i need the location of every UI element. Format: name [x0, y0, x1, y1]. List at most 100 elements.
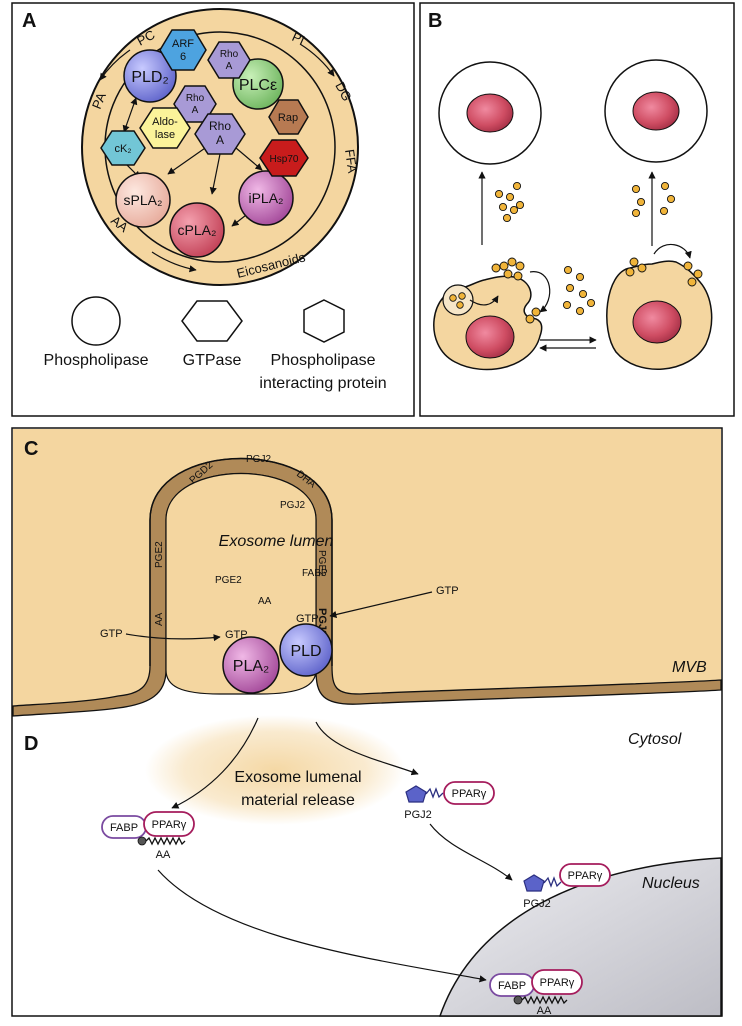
- node-spla2: [115, 172, 171, 228]
- panel-c-label: C: [24, 438, 38, 460]
- node-rhoa-mid-line: Rho: [209, 119, 231, 133]
- node-cpla2-label: cPLA₂: [178, 222, 217, 238]
- target-cell-right-nucleus: [632, 91, 680, 131]
- legend-gtpase-hexagon-icon: [181, 300, 243, 342]
- node-rhoa-top-line: A: [226, 61, 233, 72]
- legend-interacting-line1: Phospholipase: [271, 352, 376, 369]
- fabp-label: FABP: [498, 980, 526, 992]
- gtp-right-free: GTP: [436, 585, 459, 597]
- complex-fabp-ppar-nucleus: FABP PPARγ AA: [489, 969, 583, 1017]
- exosome: [586, 298, 596, 308]
- ppar-label: PPARγ: [452, 788, 487, 800]
- ring-label-pi: PI: [290, 29, 307, 48]
- arrow-fabp-to-nucleus: [157, 869, 487, 983]
- mvb-region: [13, 429, 721, 706]
- ppar-pill: [559, 863, 611, 887]
- complex-pgj2-ppar-cytosol: PPARγ PGJ2: [404, 781, 495, 821]
- fusing-exosome: [683, 261, 693, 271]
- fusing-exosome: [513, 271, 523, 281]
- mvb-exosome: [449, 294, 457, 302]
- arrow-rhoa-spla2: [167, 145, 209, 175]
- aa-label: AA: [156, 849, 171, 861]
- lumen-aa: AA: [258, 596, 272, 607]
- node-aldolase-line: lase: [155, 129, 175, 141]
- membrane-pge2-right: PGE2: [316, 550, 327, 577]
- exosome: [575, 306, 585, 316]
- aa-label: AA: [537, 1005, 552, 1017]
- legend-circle-icon: [71, 296, 121, 346]
- cytosol-label: Cytosol: [628, 731, 682, 748]
- secreting-cell-left-nucleus: [465, 315, 515, 359]
- node-rhoa-mid: [194, 113, 246, 155]
- fusing-exosome: [687, 277, 697, 287]
- aa-chain: [521, 995, 568, 1005]
- exosome: [512, 181, 522, 191]
- release-text-line2: material release: [241, 792, 355, 809]
- legend-interacting-line2: interacting protein: [259, 375, 386, 392]
- node-pld2: [123, 49, 177, 103]
- panel-d-label: D: [24, 733, 38, 755]
- fusing-exosome: [503, 269, 513, 279]
- exosome-cluster-right: [631, 181, 676, 218]
- complex-fabp-ppar-cytosol: FABP PPARγ AA: [101, 811, 195, 861]
- enzyme-pla2: [222, 636, 280, 694]
- lumen-pgj2: PGJ2: [280, 500, 305, 511]
- ring-arrow-pi-dg: [299, 43, 335, 77]
- ring-arrow-aa-eicosanoids: [151, 251, 197, 273]
- exosome: [515, 200, 525, 210]
- nucleus-label: Nucleus: [642, 875, 700, 892]
- legend-phospholipase: Phospholipase: [44, 352, 149, 369]
- exosome: [505, 192, 515, 202]
- secreting-cell-left: [433, 257, 551, 371]
- node-ck2: [100, 130, 146, 166]
- node-arf6-line: 6: [180, 51, 186, 63]
- arrow-gtp-left: [125, 633, 221, 642]
- aa-headgroup: [137, 836, 147, 846]
- arrow-release-left: [171, 717, 259, 809]
- node-ipla2-label: iPLA₂: [248, 190, 283, 206]
- exosome: [498, 202, 508, 212]
- arrow-uptake-curve: [529, 271, 551, 313]
- fusing-exosome: [515, 261, 525, 271]
- ring-label-pc: PC: [134, 27, 157, 49]
- ring-arrow-pc-pa: [99, 49, 131, 81]
- node-rhoa-top-line: Rho: [220, 49, 239, 60]
- node-hsp70-label: Hsp70: [270, 154, 299, 165]
- exosome: [631, 184, 641, 194]
- exosome-cluster-middle: [562, 265, 596, 316]
- node-cpla2: [169, 202, 225, 258]
- exosome: [562, 300, 572, 310]
- fusing-exosome: [491, 263, 501, 273]
- ppar-label: PPARγ: [540, 977, 575, 989]
- ppar-pill: [531, 969, 583, 995]
- exosome: [666, 194, 676, 204]
- node-arf6-line: ARF: [172, 38, 194, 50]
- arrow-gtp-right: [329, 591, 433, 619]
- exosome: [563, 265, 573, 275]
- fusing-exosome: [525, 314, 535, 324]
- aa-headgroup: [513, 995, 523, 1005]
- gtp-right-bound: GTP: [296, 613, 319, 625]
- mvb-exosome: [456, 301, 464, 309]
- gtp-left-free: GTP: [100, 628, 123, 640]
- membrane-pge2-left: PGE2: [154, 541, 165, 568]
- node-aldolase-label: Aldo-lase: [152, 116, 178, 141]
- pgj2-label: PGJ2: [404, 809, 432, 821]
- exosome: [659, 206, 669, 216]
- node-plce: [232, 58, 284, 110]
- panel-b-label: B: [428, 10, 442, 32]
- arrow-exosome-hop: [653, 243, 692, 259]
- fusing-exosome: [531, 307, 541, 317]
- secreting-cell-right: [606, 243, 713, 370]
- fusing-exosome: [637, 263, 647, 273]
- fusing-exosome: [507, 257, 517, 267]
- exosome: [575, 272, 585, 282]
- target-cell-left-nucleus: [466, 93, 514, 133]
- exosome: [636, 197, 646, 207]
- release-text-line1: Exosome lumenal: [234, 769, 361, 786]
- node-ipla2: [238, 170, 294, 226]
- secreting-cell-right-nucleus: [632, 300, 682, 344]
